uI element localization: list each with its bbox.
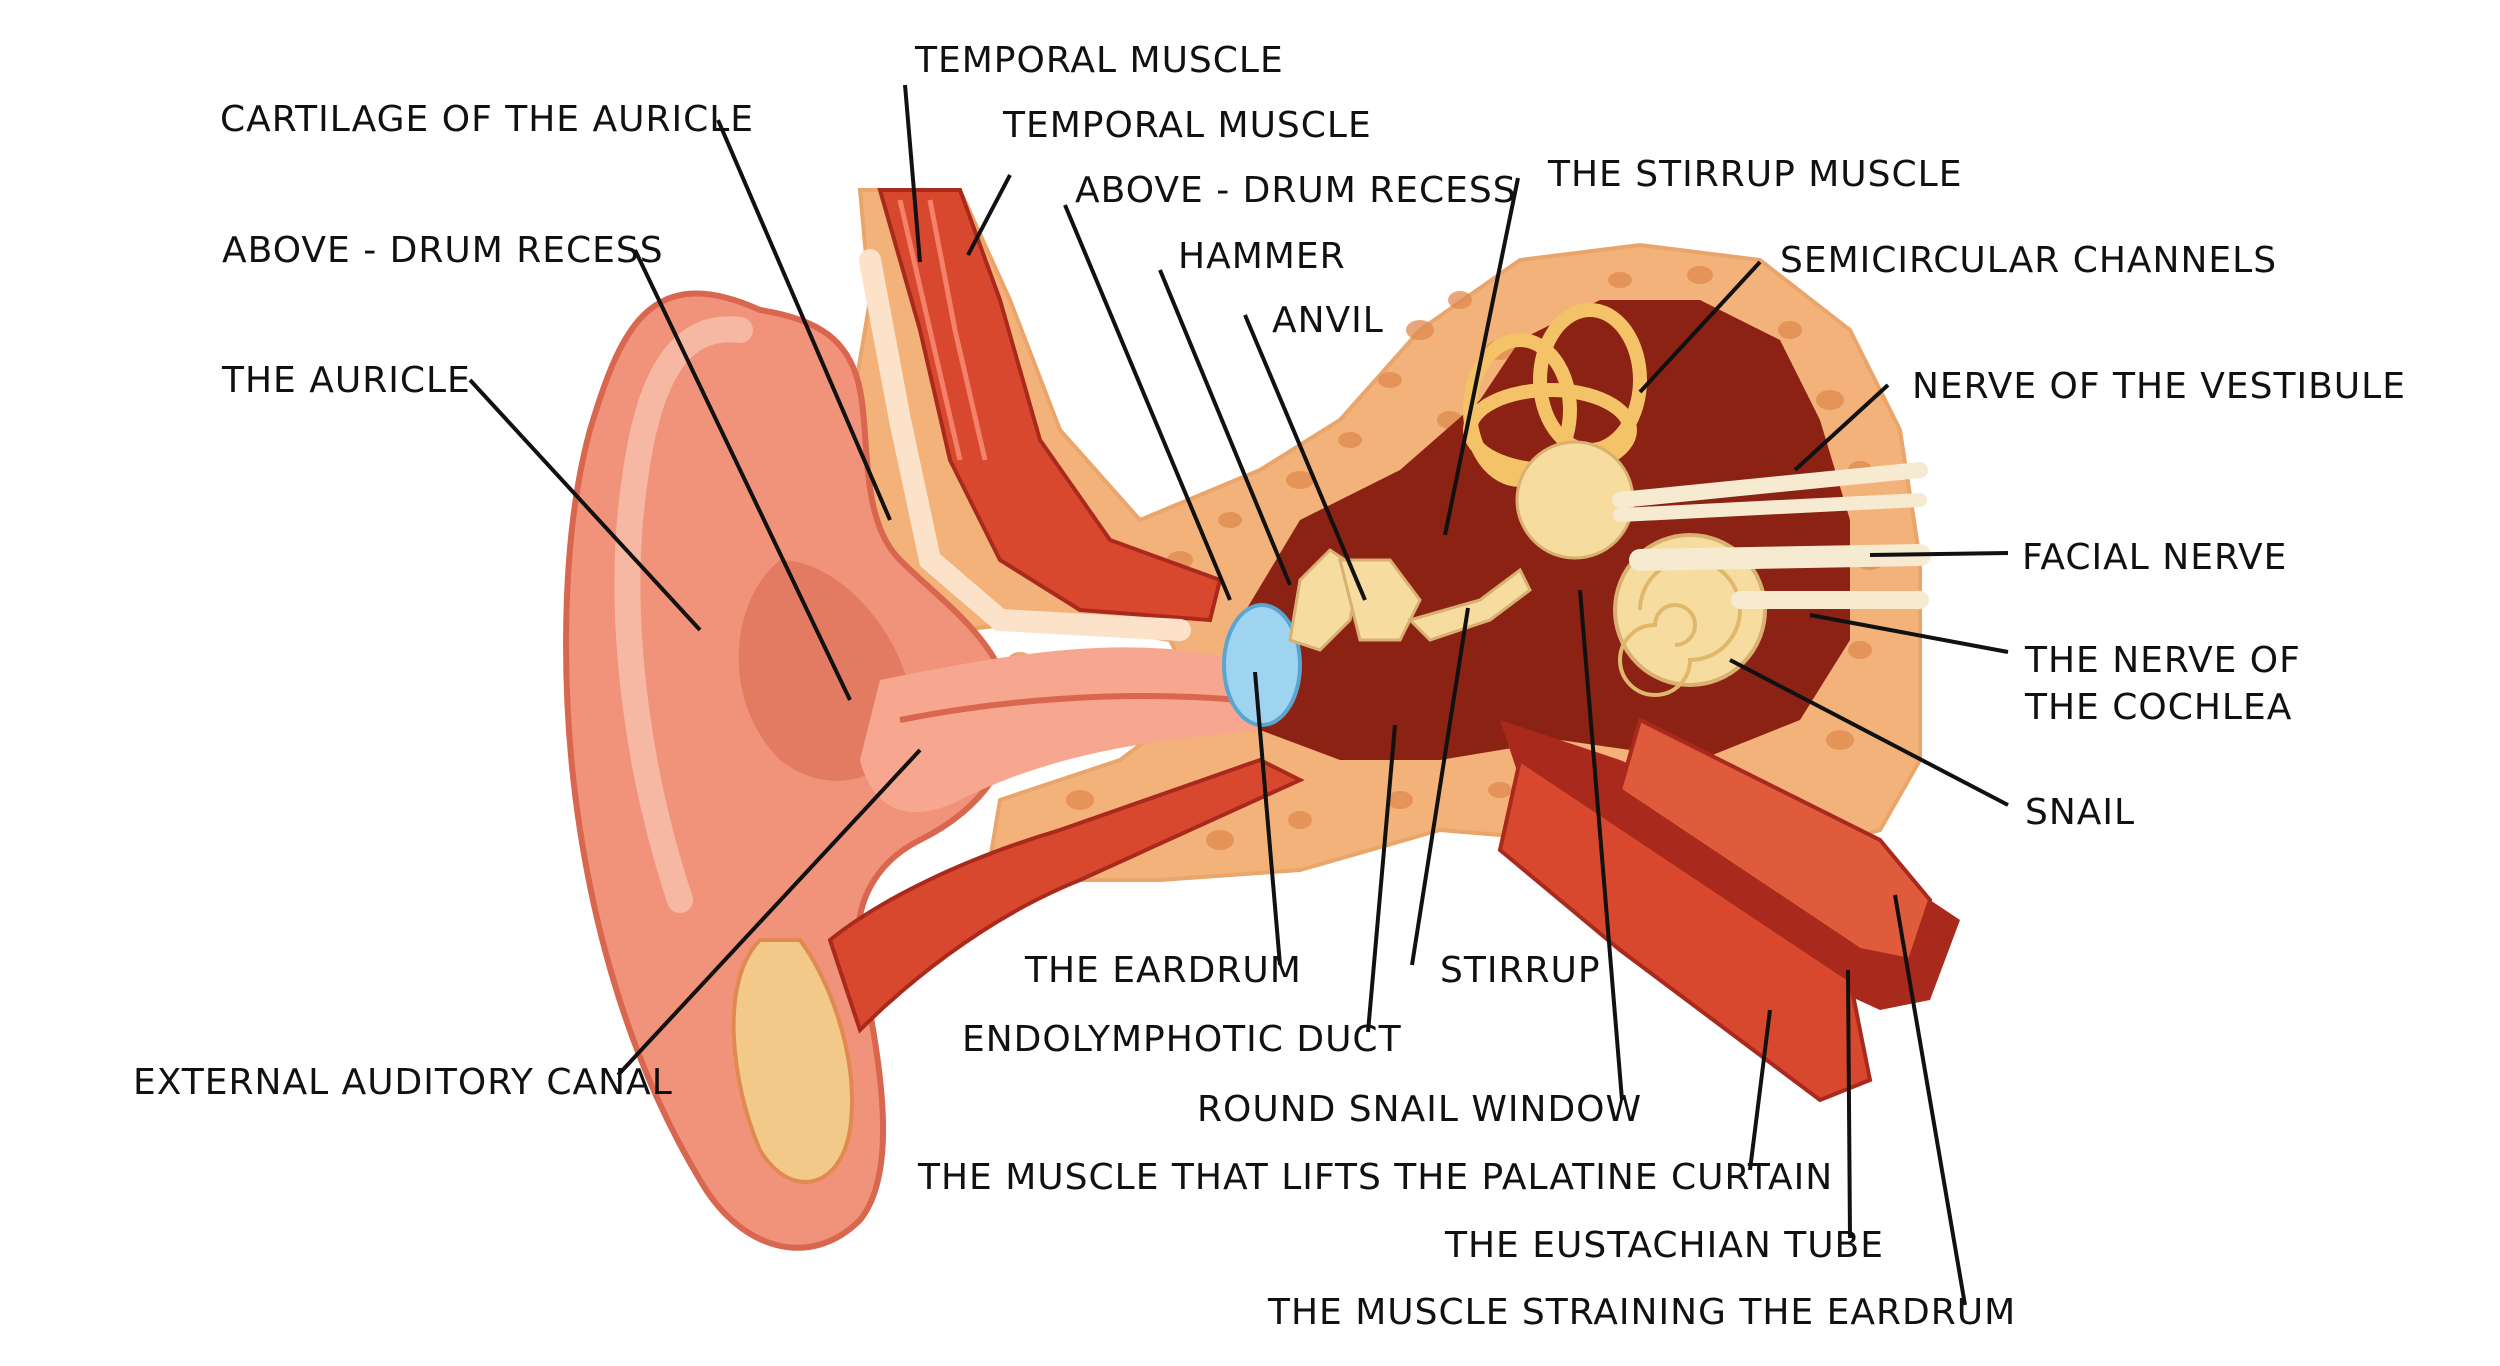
- leader-temporal-muscle-2: [966, 174, 1012, 256]
- leader-semicircular-channels: [1638, 260, 1762, 394]
- label-eardrum: THE EARDRUM: [1025, 950, 1302, 991]
- leader-nerve-cochlea: [1809, 613, 2009, 654]
- leader-hammer: [1158, 269, 1292, 586]
- label-external-auditory-canal: EXTERNAL AUDITORY CANAL: [133, 1062, 673, 1103]
- label-facial-nerve: FACIAL NERVE: [2022, 537, 2288, 578]
- label-round-snail-window: ROUND SNAIL WINDOW: [1197, 1089, 1643, 1130]
- label-nerve-cochlea-line2: THE COCHLEA: [2025, 687, 2293, 728]
- auricle-cartilage-strip: [859, 249, 1191, 641]
- label-nerve-cochlea-line1: THE NERVE OF: [2025, 640, 2301, 681]
- leader-snail: [1729, 658, 2009, 807]
- label-muscle-palatine: THE MUSCLE THAT LIFTS THE PALATINE CURTA…: [918, 1157, 1834, 1198]
- label-anvil: ANVIL: [1272, 300, 1384, 341]
- label-stirrup: STIRRUP: [1440, 950, 1601, 991]
- label-snail: SNAIL: [2025, 792, 2136, 833]
- auricle-concha: [738, 560, 911, 781]
- label-muscle-eardrum: THE MUSCLE STRAINING THE EARDRUM: [1268, 1292, 2017, 1333]
- anvil-bone: [1338, 558, 1422, 642]
- leader-eardrum: [1253, 671, 1282, 966]
- leader-above-drum-recess-left: [633, 249, 852, 701]
- ear-canal: [860, 647, 1260, 813]
- leader-cartilage-auricle: [716, 119, 892, 521]
- leader-muscle-palatine: [1748, 1009, 1772, 1171]
- auricle-helix: [614, 316, 753, 913]
- muscle-fiber: [897, 199, 963, 461]
- canal-floor-muscle: [827, 757, 1305, 1034]
- label-nerve-vestibule: NERVE OF THE VESTIBULE: [1912, 366, 2406, 407]
- temporal-muscle: [877, 188, 1223, 623]
- leader-external-auditory-canal: [616, 748, 922, 1077]
- leader-muscle-eardrum: [1893, 894, 1967, 1306]
- leader-anvil: [1243, 314, 1367, 601]
- label-semicircular-channels: SEMICIRCULAR CHANNELS: [1780, 240, 2278, 281]
- lobe-cartilage: [731, 938, 854, 1185]
- palatine-muscle-shape: [1497, 756, 1873, 1103]
- label-above-drum-recess-mid: ABOVE - DRUM RECESS: [1075, 170, 1517, 211]
- label-hammer: HAMMER: [1178, 236, 1346, 277]
- leader-auricle: [468, 378, 702, 632]
- label-temporal-muscle-2: TEMPORAL MUSCLE: [1003, 105, 1372, 146]
- ear-canal-edge: [899, 693, 1241, 723]
- leader-round-snail-window: [1578, 589, 1624, 1101]
- leader-temporal-muscle-1: [903, 84, 922, 263]
- label-cartilage-auricle: CARTILAGE OF THE AURICLE: [220, 99, 755, 140]
- label-the-auricle: THE AURICLE: [222, 360, 471, 401]
- label-temporal-muscle-1: TEMPORAL MUSCLE: [915, 40, 1284, 81]
- eardrum-shape: [1222, 603, 1302, 727]
- label-stirrup-muscle: THE STIRRUP MUSCLE: [1548, 154, 1963, 195]
- leader-eustachian-tube: [1846, 969, 1852, 1239]
- leader-endolymphotic-duct: [1366, 724, 1397, 1033]
- leader-stirrup: [1410, 607, 1470, 966]
- tensor-muscle-shape: [1617, 717, 1933, 963]
- label-endolymphotic-duct: ENDOLYMPHOTIC DUCT: [962, 1019, 1402, 1060]
- leader-above-drum-recess-mid: [1063, 204, 1232, 601]
- muscle-fiber: [927, 199, 988, 461]
- nerve-bundle: [1612, 462, 1931, 609]
- leader-nerve-vestibule: [1793, 383, 1890, 472]
- leader-stirrup-muscle: [1443, 177, 1520, 536]
- label-eustachian-tube: THE EUSTACHIAN TUBE: [1445, 1225, 1884, 1266]
- stirrup-bone: [1407, 567, 1532, 642]
- label-above-drum-recess-left: ABOVE - DRUM RECESS: [222, 230, 664, 271]
- leader-facial-nerve: [1869, 551, 2009, 557]
